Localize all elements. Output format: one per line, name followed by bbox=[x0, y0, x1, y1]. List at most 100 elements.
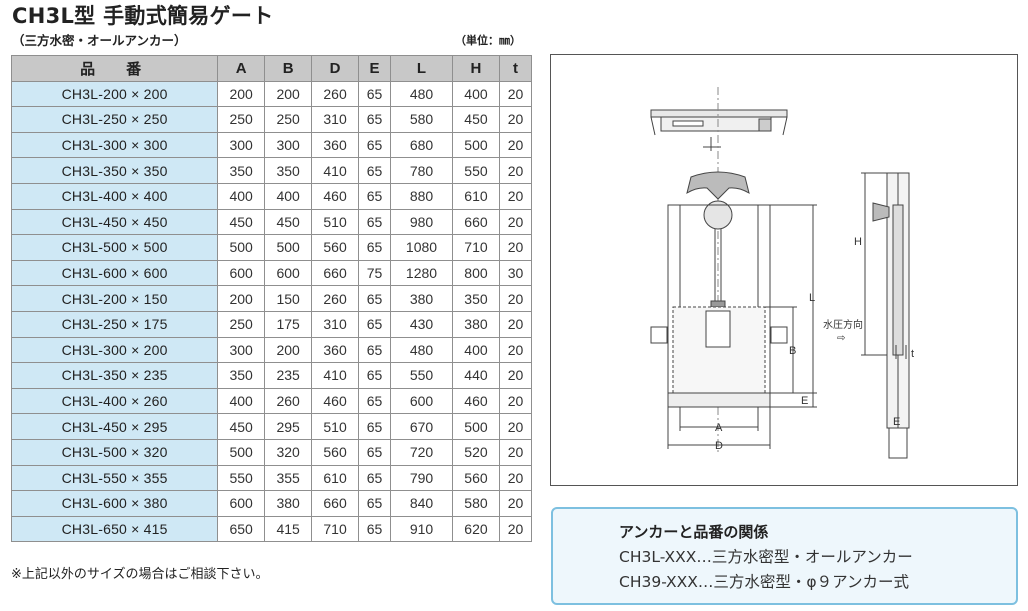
dimension-cell: 480 bbox=[390, 80, 453, 108]
label-L: L bbox=[809, 292, 815, 304]
arrow-right-icon: ⇨ bbox=[837, 333, 845, 344]
dimension-cell: 450 bbox=[264, 208, 313, 236]
dimension-cell: 250 bbox=[217, 106, 266, 133]
header-l: L bbox=[390, 55, 453, 82]
dimension-cell: 65 bbox=[358, 182, 391, 210]
label-E-side: E bbox=[893, 416, 900, 428]
header-e: E bbox=[358, 55, 391, 82]
dimension-cell: 600 bbox=[217, 259, 266, 287]
dimension-cell: 610 bbox=[452, 182, 500, 210]
dimension-cell: 450 bbox=[217, 208, 266, 236]
dimension-cell: 20 bbox=[498, 182, 533, 210]
header-product-code: 品 番 bbox=[10, 55, 219, 82]
dimension-cell: 20 bbox=[498, 208, 533, 236]
product-code-cell: CH3L-200 × 200 bbox=[10, 80, 219, 108]
dimension-cell: 400 bbox=[452, 80, 500, 108]
dimension-cell: 30 bbox=[498, 259, 533, 287]
dimension-cell: 320 bbox=[264, 438, 313, 466]
dimension-cell: 20 bbox=[498, 464, 533, 492]
dimension-cell: 355 bbox=[264, 464, 313, 492]
dimension-cell: 250 bbox=[264, 106, 313, 133]
dimension-cell: 75 bbox=[358, 259, 391, 287]
dimension-cell: 20 bbox=[498, 80, 533, 108]
dimension-cell: 600 bbox=[217, 490, 266, 517]
dimension-cell: 380 bbox=[452, 310, 500, 338]
dimension-cell: 430 bbox=[390, 310, 453, 338]
product-code-cell: CH3L-500 × 500 bbox=[10, 234, 219, 261]
label-A: A bbox=[715, 422, 723, 434]
dimension-cell: 65 bbox=[358, 285, 391, 312]
product-code-cell: CH3L-250 × 250 bbox=[10, 106, 219, 133]
dimension-cell: 660 bbox=[452, 208, 500, 236]
dimension-cell: 380 bbox=[264, 490, 313, 517]
dimension-cell: 310 bbox=[311, 310, 360, 338]
dimension-cell: 20 bbox=[498, 157, 533, 184]
product-code-cell: CH3L-600 × 600 bbox=[10, 259, 219, 287]
dimension-cell: 20 bbox=[498, 310, 533, 338]
hub-circle bbox=[703, 200, 733, 230]
dimension-cell: 550 bbox=[452, 157, 500, 184]
dimension-cell: 400 bbox=[217, 182, 266, 210]
dimension-cell: 260 bbox=[311, 80, 360, 108]
label-E: E bbox=[801, 395, 808, 407]
dimension-cell: 410 bbox=[311, 157, 360, 184]
dimension-cell: 460 bbox=[452, 387, 500, 415]
product-code-cell: CH3L-200 × 150 bbox=[10, 285, 219, 312]
header-h: H bbox=[452, 55, 500, 82]
dimension-cell: 580 bbox=[452, 490, 500, 517]
dimension-cell: 660 bbox=[311, 259, 360, 287]
dimension-cell: 65 bbox=[358, 106, 391, 133]
dimension-cell: 680 bbox=[390, 131, 453, 159]
gate-drawing: A D B E L H t E 水圧方向 ⇨ bbox=[550, 54, 1018, 486]
dimension-cell: 550 bbox=[390, 362, 453, 389]
dimension-cell: 295 bbox=[264, 413, 313, 440]
product-code-cell: CH3L-600 × 380 bbox=[10, 490, 219, 517]
dimension-cell: 500 bbox=[264, 234, 313, 261]
dimension-cell: 670 bbox=[390, 413, 453, 440]
label-water-pressure: 水圧方向 bbox=[823, 318, 863, 331]
dimension-cell: 910 bbox=[390, 515, 453, 543]
dimension-cell: 580 bbox=[390, 106, 453, 133]
dimension-cell: 600 bbox=[390, 387, 453, 415]
dimension-cell: 400 bbox=[452, 336, 500, 364]
gate-handle bbox=[686, 171, 750, 200]
dimension-cell: 65 bbox=[358, 336, 391, 364]
dimension-cell: 600 bbox=[264, 259, 313, 287]
dimension-cell: 460 bbox=[311, 387, 360, 415]
dimension-cell: 200 bbox=[217, 285, 266, 312]
dimension-cell: 610 bbox=[311, 464, 360, 492]
dimension-cell: 980 bbox=[390, 208, 453, 236]
dimension-cell: 840 bbox=[390, 490, 453, 517]
product-code-cell: CH3L-450 × 295 bbox=[10, 413, 219, 440]
footnote: ※上記以外のサイズの場合はご相談下さい。 bbox=[11, 567, 269, 582]
dimension-cell: 790 bbox=[390, 464, 453, 492]
dimension-cell: 710 bbox=[452, 234, 500, 261]
dimension-cell: 560 bbox=[311, 438, 360, 466]
dimension-cell: 20 bbox=[498, 131, 533, 159]
dimension-cell: 360 bbox=[311, 131, 360, 159]
product-code-cell: CH3L-400 × 400 bbox=[10, 182, 219, 210]
dimension-cell: 350 bbox=[217, 157, 266, 184]
dimension-cell: 65 bbox=[358, 157, 391, 184]
dimension-cell: 65 bbox=[358, 131, 391, 159]
product-code-cell: CH3L-650 × 415 bbox=[10, 515, 219, 543]
dimension-cell: 415 bbox=[264, 515, 313, 543]
header-b: B bbox=[264, 55, 313, 82]
page-subtitle: （三方水密・オールアンカー） bbox=[12, 33, 187, 48]
dimension-cell: 20 bbox=[498, 515, 533, 543]
dimension-cell: 500 bbox=[452, 131, 500, 159]
dimension-cell: 65 bbox=[358, 387, 391, 415]
page-title: CH3L型 手動式簡易ゲート bbox=[12, 4, 274, 28]
dimension-cell: 510 bbox=[311, 208, 360, 236]
